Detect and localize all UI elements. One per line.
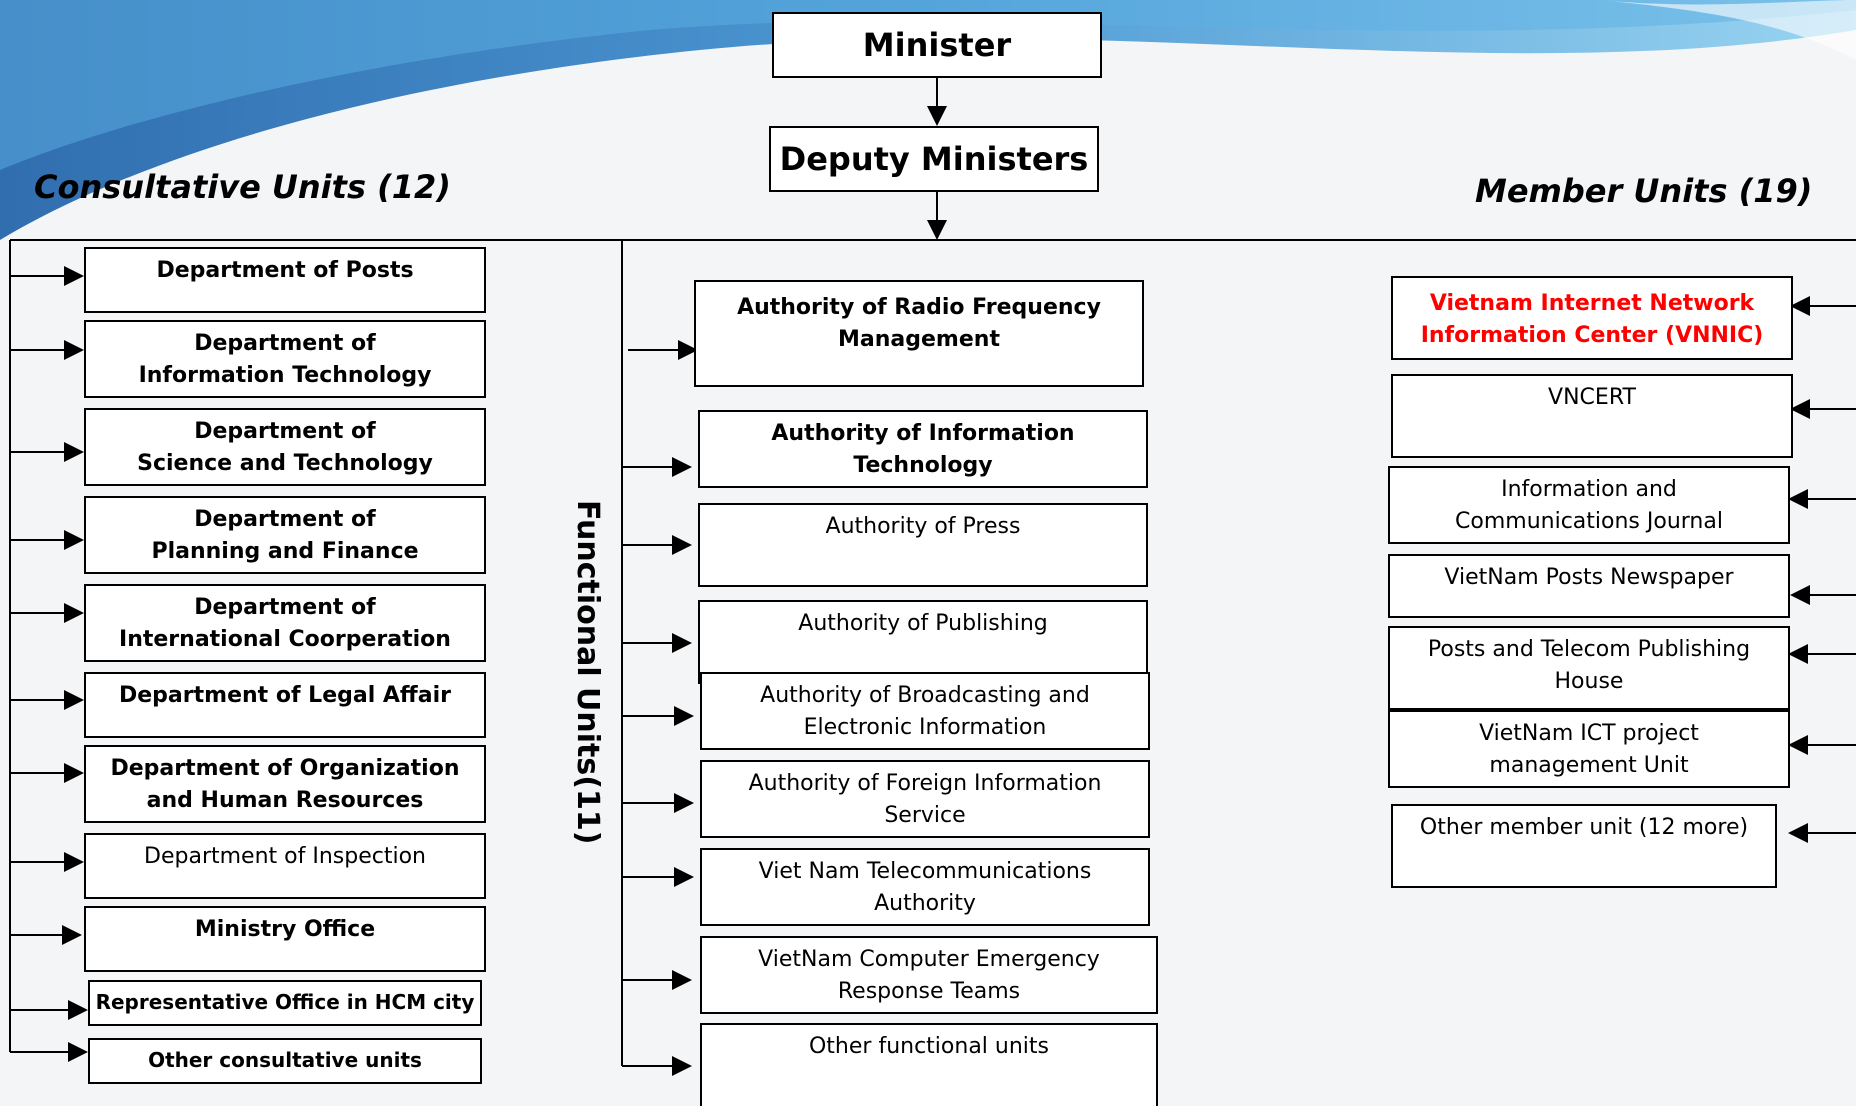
functional-unit-label: Authority of Foreign Information Service: [748, 771, 1102, 828]
functional-unit-label: Authority of Publishing: [798, 611, 1048, 636]
consultative-unit-label: Ministry Office: [194, 917, 376, 942]
functional-unit-box: Authority of Information Technology Appl…: [698, 410, 1148, 488]
consultative-unit-label: Department of Legal Affair: [119, 683, 451, 708]
member-unit-box: Posts and Telecom Publishing House: [1388, 626, 1790, 710]
member-unit-box: VietNam ICT project management Unit: [1388, 710, 1790, 788]
functional-units-title: Functional Units(11): [570, 500, 605, 845]
member-unit-vnnic-box: Vietnam Internet Network Information Cen…: [1391, 276, 1793, 360]
consultative-unit-box: Department of Posts: [84, 247, 486, 313]
consultative-unit-box: Department of International Coorperation: [84, 584, 486, 662]
deputy-ministers-box: Deputy Ministers: [769, 126, 1099, 192]
functional-unit-label: Other functional units: [808, 1034, 1049, 1059]
functional-unit-box: Authority of Broadcasting and Electronic…: [700, 672, 1150, 750]
minister-label: Minister: [862, 26, 1012, 64]
member-unit-box: Information and Communications Journal: [1388, 466, 1790, 544]
member-unit-label-highlight: Vietnam Internet Network Information Cen…: [1420, 291, 1764, 348]
member-unit-box: Other member unit (12 more): [1391, 804, 1777, 888]
functional-unit-label: Authority of Information Technology Appl…: [771, 421, 1075, 486]
member-unit-box: VietNam Posts Newspaper: [1388, 554, 1790, 618]
functional-unit-label: Authority of Broadcasting and Electronic…: [760, 683, 1090, 740]
consultative-unit-label: Department of Organization and Human Res…: [110, 756, 460, 813]
member-unit-label: Posts and Telecom Publishing House: [1427, 637, 1751, 694]
consultative-unit-label: Department of Posts: [156, 258, 414, 283]
consultative-units-title: Consultative Units (12): [34, 168, 451, 206]
member-unit-label: Information and Communications Journal: [1455, 477, 1723, 534]
member-unit-label: Other member unit (12 more): [1419, 815, 1749, 840]
consultative-unit-label: Department of Science and Technology: [137, 419, 433, 476]
minister-box: Minister: [772, 12, 1102, 78]
functional-unit-box: Viet Nam Telecommunications Authority: [700, 848, 1150, 926]
consultative-unit-box: Department of Planning and Finance: [84, 496, 486, 574]
member-unit-label: VNCERT: [1548, 385, 1636, 410]
member-unit-box: VNCERT: [1391, 374, 1793, 458]
functional-unit-box: VietNam Computer Emergency Response Team…: [700, 936, 1158, 1014]
member-unit-label: VietNam Posts Newspaper: [1444, 565, 1734, 590]
deputy-ministers-label: Deputy Ministers: [779, 140, 1089, 178]
consultative-unit-label: Department of Information Technology Ind…: [138, 331, 432, 396]
functional-unit-box: Authority of Press: [698, 503, 1148, 587]
consultative-unit-label: Other consultative units: [148, 1048, 422, 1072]
functional-unit-label: Authority of Radio Frequency Management: [737, 295, 1101, 352]
consultative-unit-box: Department of Science and Technology: [84, 408, 486, 486]
consultative-unit-label: Representative Office in HCM city: [95, 990, 475, 1014]
consultative-unit-label: Department of International Coorperation: [119, 595, 451, 652]
consultative-unit-label: Department of Inspection: [144, 844, 426, 869]
functional-unit-label: VietNam Computer Emergency Response Team…: [758, 947, 1100, 1004]
consultative-unit-box: Ministry Office: [84, 906, 486, 972]
consultative-unit-box: Department of Information Technology Ind…: [84, 320, 486, 398]
functional-unit-box: Authority of Publishing: [698, 600, 1148, 684]
consultative-unit-box: Department of Organization and Human Res…: [84, 745, 486, 823]
functional-unit-box: Other functional units: [700, 1023, 1158, 1106]
functional-unit-box: Authority of Radio Frequency Management: [694, 280, 1144, 387]
consultative-unit-label: Department of Planning and Finance: [151, 507, 419, 564]
consultative-unit-box: Other consultative units: [88, 1038, 482, 1084]
consultative-unit-box: Representative Office in HCM city: [88, 980, 482, 1026]
consultative-unit-box: Department of Inspection: [84, 833, 486, 899]
member-units-title: Member Units (19): [1475, 172, 1813, 210]
functional-unit-label: Authority of Press: [825, 514, 1021, 539]
member-unit-label: VietNam ICT project management Unit: [1479, 721, 1699, 778]
functional-unit-label: Viet Nam Telecommunications Authority: [758, 859, 1092, 916]
header-wave-background: [0, 0, 1856, 240]
consultative-unit-box: Department of Legal Affair: [84, 672, 486, 738]
functional-unit-box: Authority of Foreign Information Service: [700, 760, 1150, 838]
